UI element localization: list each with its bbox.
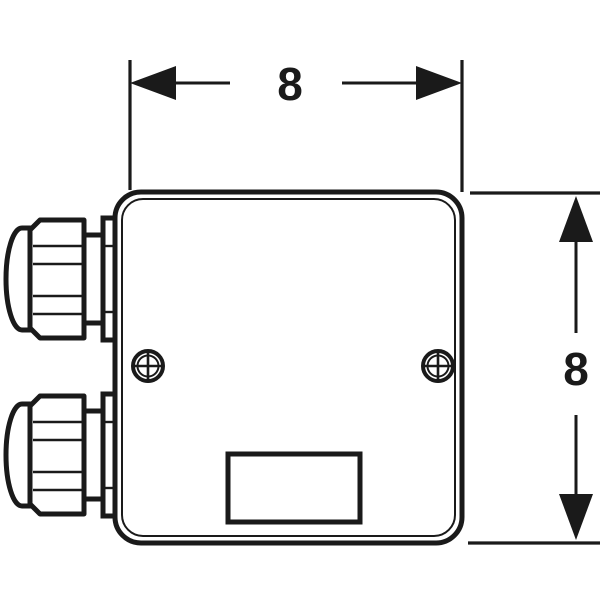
enclosure-outer-shell: [112, 189, 465, 546]
junction-box: [112, 189, 465, 546]
cable-glands-group: [3, 215, 119, 519]
enclosure-inner-lid-line: [121, 198, 456, 537]
cable-gland-lower: [3, 391, 119, 519]
vertical-arrowhead-bottom: [559, 494, 593, 540]
cable-gland-upper: [3, 215, 119, 343]
screw-right: [421, 349, 455, 383]
horizontal-dimension: 8: [128, 58, 464, 192]
vertical-arrowhead-top: [559, 196, 593, 242]
horizontal-arrowhead-right: [416, 66, 462, 100]
cable-gland-upper-collar: [81, 232, 106, 326]
cable-gland-upper-nut: [27, 217, 87, 341]
label-plate: [225, 451, 363, 525]
screw-left: [131, 349, 165, 383]
cable-gland-lower-collar: [81, 408, 106, 502]
vertical-dimension: 8: [468, 191, 600, 545]
vertical-dimension-label: 8: [563, 343, 589, 395]
horizontal-arrowhead-left: [130, 66, 176, 100]
screws-group: [131, 349, 455, 383]
horizontal-dimension-label: 8: [277, 58, 303, 110]
cable-gland-lower-nut: [27, 393, 87, 517]
